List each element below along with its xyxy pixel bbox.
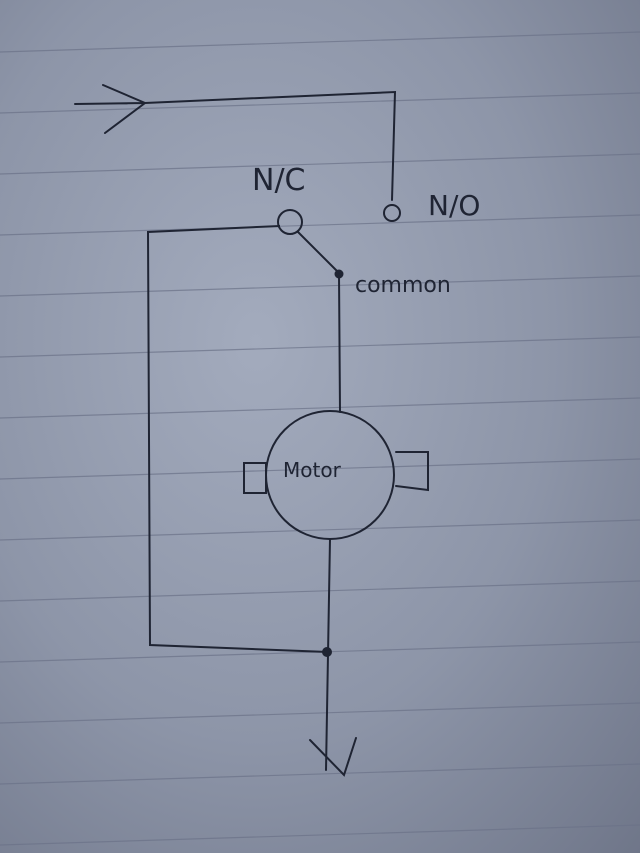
rule-line bbox=[0, 153, 640, 175]
rule-line bbox=[0, 397, 640, 419]
junction-dot bbox=[322, 647, 332, 657]
rule-line bbox=[0, 275, 640, 297]
switch-arm bbox=[297, 231, 339, 273]
rule-line bbox=[0, 519, 640, 541]
ruled-lines bbox=[0, 31, 640, 846]
common-label: common bbox=[355, 273, 451, 298]
rule-line bbox=[0, 824, 640, 846]
input-wire bbox=[144, 90, 397, 201]
nc-terminal bbox=[277, 209, 303, 235]
nc-wire bbox=[146, 225, 329, 653]
rule-line bbox=[0, 214, 640, 236]
rule-line bbox=[0, 458, 640, 480]
motor-label: Motor bbox=[283, 458, 342, 482]
rule-line bbox=[0, 336, 640, 358]
common-wire bbox=[338, 273, 341, 413]
rule-line bbox=[0, 702, 640, 724]
rule-line bbox=[0, 580, 640, 602]
rule-line bbox=[0, 92, 640, 114]
no-label: N/O bbox=[428, 189, 480, 222]
output-arrow bbox=[309, 737, 357, 777]
motor-shaft-left bbox=[243, 462, 267, 494]
rule-line bbox=[0, 31, 640, 53]
motor-shaft-right bbox=[395, 451, 429, 492]
nc-label: N/C bbox=[252, 163, 306, 198]
rule-line bbox=[0, 763, 640, 785]
no-terminal bbox=[383, 204, 401, 222]
